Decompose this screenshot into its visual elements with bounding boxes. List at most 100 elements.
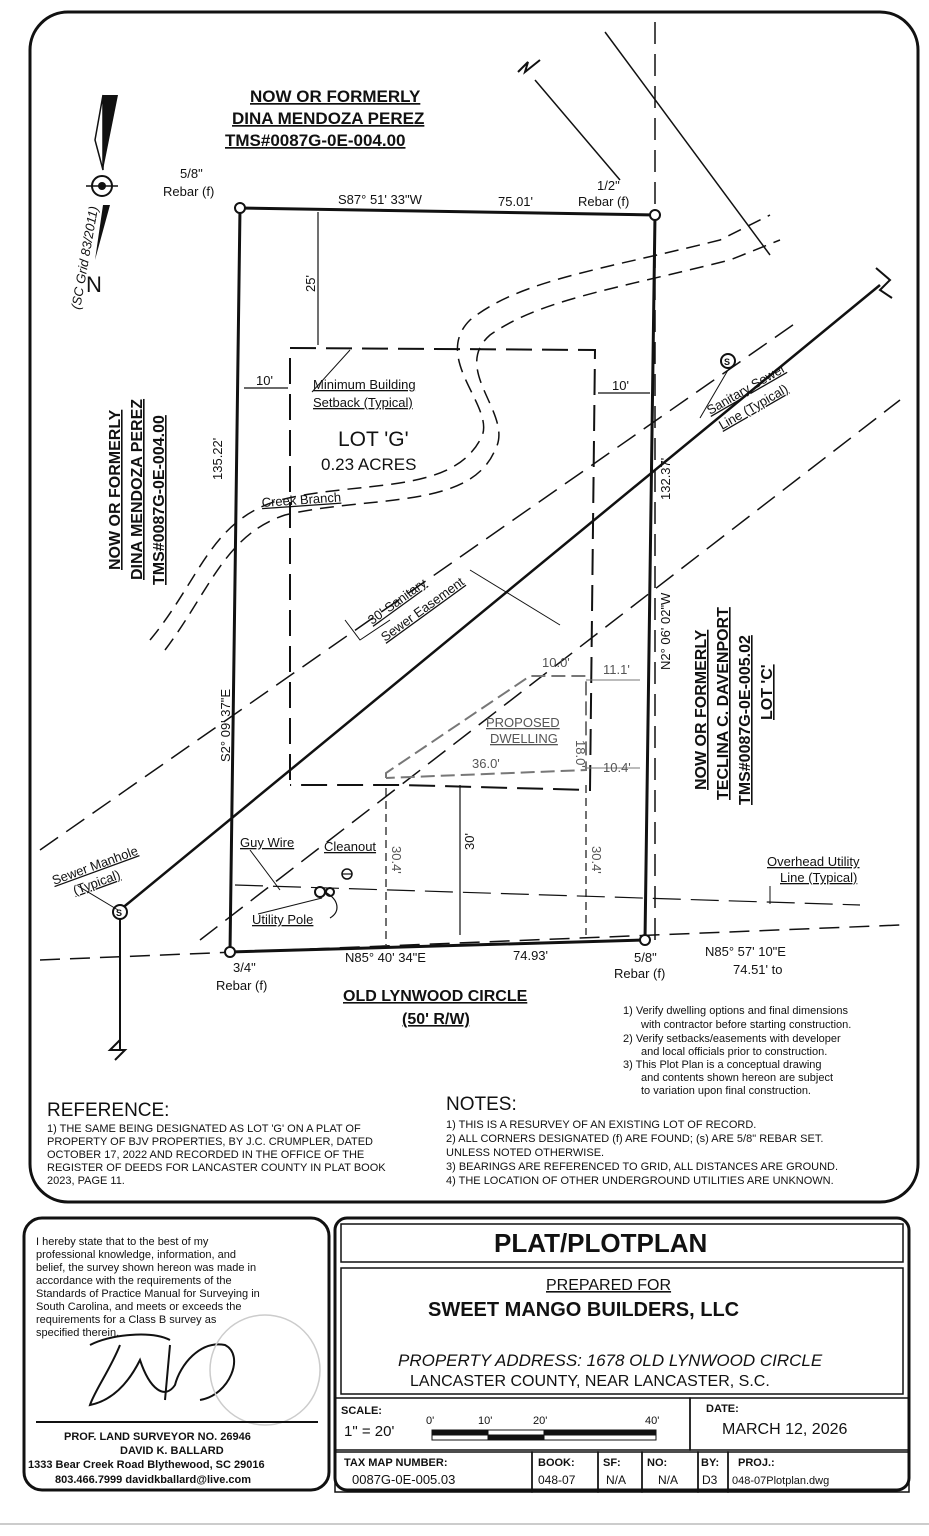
svg-text:to variation upon final constr: to variation upon final construction. bbox=[641, 1085, 811, 1097]
svg-text:UNLESS NOTED OTHERWISE.: UNLESS NOTED OTHERWISE. bbox=[446, 1147, 604, 1159]
dim-36-0: 36.0' bbox=[472, 756, 500, 771]
right-adjoiner-line2: TECLINA C. DAVENPORT bbox=[715, 607, 732, 800]
fields-row bbox=[334, 1451, 910, 1493]
date-value: MARCH 12, 2026 bbox=[722, 1421, 847, 1438]
svg-text:belief, the survey shown hereo: belief, the survey shown hereon was made… bbox=[36, 1262, 256, 1274]
seal-icon bbox=[209, 1314, 321, 1426]
dim-left-setback: 10' bbox=[256, 373, 273, 388]
date-label: DATE: bbox=[706, 1403, 739, 1415]
svg-text:and contents shown hereon are: and contents shown hereon are subject bbox=[641, 1072, 833, 1084]
svg-text:20': 20' bbox=[533, 1415, 547, 1427]
utility-pole-icon bbox=[314, 886, 338, 919]
svg-text:2023, PAGE 11.: 2023, PAGE 11. bbox=[47, 1175, 125, 1187]
surveyor-contact: 803.466.7999 davidkballard@live.com bbox=[55, 1474, 251, 1486]
svg-text:I hereby state that to the bes: I hereby state that to the best of my bbox=[36, 1236, 209, 1248]
setback-label-2: Setback (Typical) bbox=[313, 395, 413, 410]
leader-lines bbox=[77, 349, 771, 915]
book-label: BOOK: bbox=[538, 1457, 575, 1469]
svg-text:REFERENCE:: REFERENCE: bbox=[47, 1100, 169, 1121]
setback-line bbox=[289, 346, 597, 792]
svg-text:40': 40' bbox=[645, 1415, 659, 1427]
top-adjoiner-line2: DINA MENDOZA PEREZ bbox=[232, 109, 424, 128]
overhead-label-2: Line (Typical) bbox=[780, 870, 857, 885]
dim-front-setback: 25' bbox=[303, 275, 318, 292]
cleanout-label: Cleanout bbox=[324, 839, 376, 854]
dim-right-setback: 10' bbox=[612, 378, 629, 393]
guy-wire-label: Guy Wire bbox=[240, 835, 294, 850]
certification-box bbox=[22, 1216, 331, 1492]
svg-text:Standards of Practice Manual f: Standards of Practice Manual for Surveyi… bbox=[36, 1288, 260, 1300]
svg-text:1) THE SAME BEING DESIGNATED A: 1) THE SAME BEING DESIGNATED AS LOT 'G' … bbox=[47, 1123, 361, 1135]
east-bearing: N2° 06' 02"W bbox=[658, 592, 673, 670]
svg-text:S: S bbox=[116, 908, 122, 918]
ne-corner-type: Rebar (f) bbox=[578, 194, 629, 209]
sw-corner-size: 3/4" bbox=[233, 960, 256, 975]
svg-text:2) Verify setbacks/easements w: 2) Verify setbacks/easements with develo… bbox=[623, 1033, 841, 1045]
book-value: 048-07 bbox=[538, 1473, 576, 1487]
street-name: OLD LYNWOOD CIRCLE bbox=[343, 988, 528, 1005]
property-address: PROPERTY ADDRESS: 1678 OLD LYNWOOD CIRCL… bbox=[398, 1351, 823, 1370]
tax-map-label: TAX MAP NUMBER: bbox=[344, 1457, 447, 1469]
svg-text:specified therein.: specified therein. bbox=[36, 1327, 119, 1339]
title: PLAT/PLOTPLAN bbox=[494, 1228, 707, 1258]
north-bearing: S87° 51' 33"W bbox=[338, 192, 423, 207]
surveyor-no: PROF. LAND SURVEYOR NO. 26946 bbox=[64, 1431, 251, 1443]
certification-text: I hereby state that to the best of my pr… bbox=[36, 1236, 260, 1339]
top-adjoiner-line1: NOW OR FORMERLY bbox=[250, 87, 421, 106]
svg-text:with contractor before startin: with contractor before starting construc… bbox=[640, 1019, 851, 1031]
dim-30: 30' bbox=[462, 833, 477, 850]
surveyor-name: DAVID K. BALLARD bbox=[120, 1445, 224, 1457]
by-value: D3 bbox=[702, 1473, 718, 1487]
notes: NOTES: 1) THIS IS A RESURVEY OF AN EXIST… bbox=[446, 1094, 838, 1187]
svg-text:3) BEARINGS ARE REFERENCED TO: 3) BEARINGS ARE REFERENCED TO GRID, ALL … bbox=[446, 1161, 838, 1173]
sw-corner-type: Rebar (f) bbox=[216, 978, 267, 993]
signature-icon bbox=[88, 1333, 236, 1407]
south-bearing: N85° 40' 34"E bbox=[345, 950, 426, 965]
county: LANCASTER COUNTY, NEAR LANCASTER, S.C. bbox=[410, 1373, 770, 1390]
nw-corner-size: 5/8" bbox=[180, 166, 203, 181]
dim-18-0: 18.0' bbox=[573, 740, 588, 768]
creek-branch bbox=[149, 214, 781, 651]
scale-value: 1" = 20' bbox=[344, 1423, 394, 1440]
svg-text:professional knowledge, inform: professional knowledge, information, and bbox=[36, 1249, 236, 1261]
proj-value: 048-07Plotplan.dwg bbox=[732, 1475, 829, 1487]
dwelling-label-1: PROPOSED bbox=[486, 715, 560, 730]
west-bearing: S2° 09' 37"E bbox=[218, 689, 233, 762]
dimension-lines bbox=[234, 212, 861, 945]
right-adjoiner-line1: NOW OR FORMERLY bbox=[693, 629, 710, 790]
svg-text:2) ALL CORNERS DESIGNATED (f): 2) ALL CORNERS DESIGNATED (f) ARE FOUND;… bbox=[446, 1133, 823, 1145]
street-row: (50' R/W) bbox=[402, 1011, 470, 1028]
svg-text:10': 10' bbox=[478, 1415, 492, 1427]
sf-value: N/A bbox=[606, 1473, 626, 1487]
client: SWEET MANGO BUILDERS, LLC bbox=[428, 1299, 739, 1321]
svg-text:REGISTER OF DEEDS FOR LANCASTE: REGISTER OF DEEDS FOR LANCASTER COUNTY I… bbox=[47, 1162, 386, 1174]
south-ext-bearing: N85° 57' 10"E bbox=[705, 944, 786, 959]
dim-10-4: 10.4' bbox=[603, 760, 631, 775]
se-corner-size: 5/8" bbox=[634, 950, 657, 965]
east-distance: 132.37' bbox=[658, 458, 673, 500]
right-adjoiner-line3: TMS#0087G-0E-005.02 bbox=[737, 635, 754, 805]
prepared-for: PREPARED FOR bbox=[546, 1277, 671, 1294]
no-value: N/A bbox=[658, 1473, 678, 1487]
north-distance: 75.01' bbox=[498, 194, 533, 209]
proj-label: PROJ.: bbox=[738, 1457, 775, 1469]
svg-text:requirements for a Class B sur: requirements for a Class B survey as bbox=[36, 1314, 217, 1326]
top-adjoiner-line3: TMS#0087G-0E-004.00 bbox=[225, 131, 406, 150]
title-block bbox=[333, 1216, 911, 1492]
ne-corner-size: 1/2" bbox=[597, 178, 620, 193]
sf-label: SF: bbox=[603, 1457, 621, 1469]
side-notes: 1) Verify dwelling options and final dim… bbox=[623, 1005, 851, 1097]
north-arrow: (SC Grid 83/2011) N bbox=[68, 94, 118, 311]
nw-corner-type: Rebar (f) bbox=[163, 184, 214, 199]
se-corner-type: Rebar (f) bbox=[614, 966, 665, 981]
svg-text:3) This Plot Plan is a concept: 3) This Plot Plan is a conceptual drawin… bbox=[623, 1059, 822, 1071]
west-distance: 135.22' bbox=[210, 438, 225, 480]
cleanout-icon bbox=[341, 868, 353, 880]
svg-text:NOTES:: NOTES: bbox=[446, 1094, 517, 1115]
dwelling-label-2: DWELLING bbox=[490, 731, 558, 746]
scale-bar bbox=[431, 1429, 657, 1441]
lot-area: 0.23 ACRES bbox=[321, 455, 416, 474]
left-adjoiner-line1: NOW OR FORMERLY bbox=[107, 409, 124, 570]
north-letter: N bbox=[86, 272, 102, 297]
